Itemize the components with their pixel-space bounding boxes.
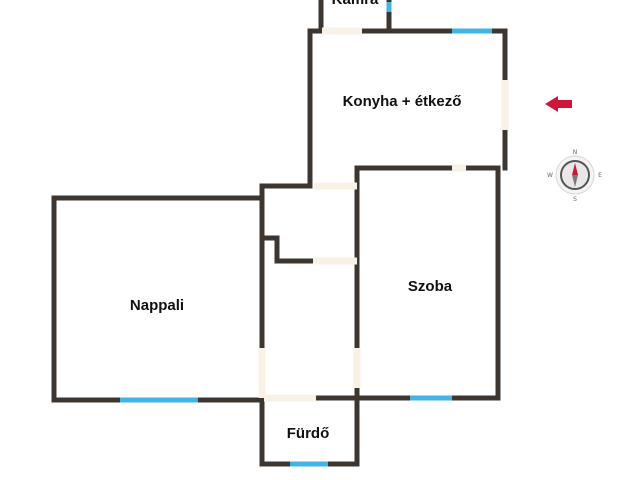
wall-shaft: [259, 235, 314, 264]
room-label-szoba: Szoba: [408, 278, 453, 295]
compass-needle-north: [572, 163, 578, 175]
compass-needle-south: [572, 175, 578, 187]
compass-south: S: [573, 196, 577, 203]
wall-szoba: [315, 165, 501, 401]
room-label-furdo: Fürdő: [287, 425, 330, 442]
room-label-kamra: Kamra: [332, 0, 379, 8]
compass-icon: N S E W: [547, 149, 602, 203]
windows: [120, 2, 492, 467]
compass-east: E: [598, 172, 602, 179]
walls: [51, 0, 508, 467]
room-label-konyha: Konyha + étkező: [343, 93, 462, 110]
compass-north: N: [573, 149, 578, 156]
room-label-nappali: Nappali: [130, 297, 184, 314]
doors: [258, 27, 509, 402]
entrance-arrow-icon: [545, 96, 572, 112]
compass-west: W: [547, 172, 553, 179]
room-labels: Kamra Konyha + étkező Nappali Szoba Fürd…: [130, 0, 461, 442]
wall-nappali: [51, 183, 265, 403]
